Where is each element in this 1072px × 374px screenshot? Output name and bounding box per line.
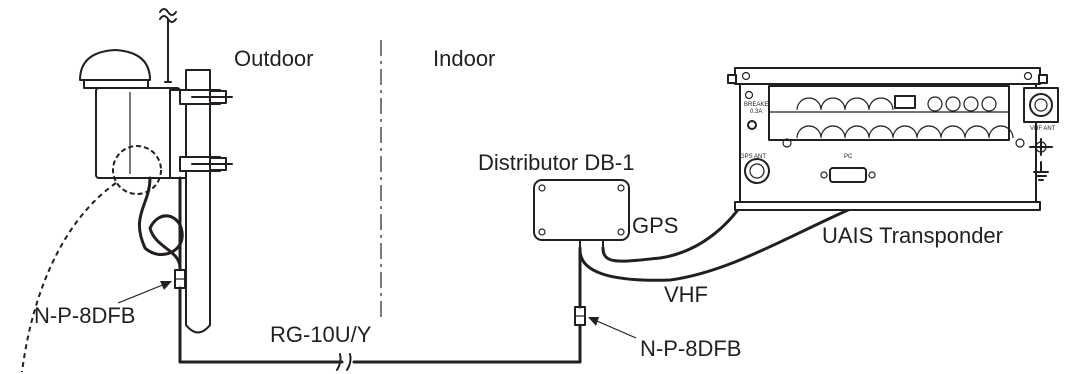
breaker-label: BREAKER [744,102,773,108]
transponder-top-rail [734,67,1041,85]
breaker-switch[interactable] [747,120,757,130]
distributor-screw [617,228,625,236]
detail-callout-circle [112,145,162,195]
ground-stud-nut [1035,141,1047,153]
pc-port-screw [868,171,876,179]
outdoor-label: Outdoor [234,46,314,71]
distributor-db1 [533,179,630,251]
distributor-screw [538,228,546,236]
pc-port-label: PC [844,154,853,160]
distributor-label: Distributor DB-1 [478,150,634,175]
pc-port[interactable] [829,167,867,183]
gps-ant-port-inner [749,163,765,179]
vhf-cable-label: VHF [664,282,708,307]
transponder-label: UAIS Transponder [822,223,1003,248]
cable-gland [981,96,997,112]
cable-break-mark [346,353,352,371]
transponder-flange [727,74,737,84]
cable-gland-row-upper [796,97,894,111]
cable-gland [963,96,979,112]
breaker-rating-label: 0.3A [750,109,762,115]
panel-screw [744,90,754,100]
gps-ant-port-label: GPS ANT [740,154,766,160]
uais-transponder: BREAKER 0.3A GPS ANT PC VHF ANT [727,67,1059,211]
vhf-ant-port-label: VHF ANT [1030,126,1056,132]
cable-break-mark [336,353,342,371]
connector-left-label: N-P-8DFB [34,303,135,328]
cable-gland-row-lower [796,125,1014,139]
panel-screw [741,71,751,81]
antenna-housing [95,87,181,179]
trunk-cable-right [352,308,582,364]
cable-type-label: RG-10U/Y [270,322,372,347]
mounting-pole [185,69,211,334]
gps-ant-port[interactable] [744,158,770,184]
gps-dome-base [83,79,149,89]
gps-cable-label: GPS [632,213,678,238]
connector-left-leader [117,281,172,304]
pc-port-screw [820,171,828,179]
coiled-antenna-cable [137,176,184,270]
trunk-cable-left [178,286,344,364]
cable-gland-housing [768,85,1010,141]
transponder-flange [1038,74,1048,84]
panel-screw [1015,138,1025,148]
distributor-screw [538,184,546,192]
vhf-ant-port[interactable] [1029,93,1053,117]
cable-gland [927,96,943,112]
connector-right-leader [588,317,637,339]
vhf-ant-port-inner [1034,98,1048,112]
signal-wave-icon [159,15,177,23]
antenna-unit [21,8,233,373]
panel-screw [1023,71,1033,81]
connector-right-label: N-P-8DFB [640,336,741,361]
signal-wave-icon [159,8,177,16]
cable-gland [945,96,961,112]
detail-callout-leader [21,182,117,373]
ground-icon [1033,161,1049,181]
distributor-screw [617,184,625,192]
terminal-block [894,95,916,109]
panel-screw [782,138,792,148]
gps-antenna-dome [79,49,151,81]
distributor-box [533,179,630,241]
indoor-label: Indoor [433,46,495,71]
transponder-bottom-rail [734,201,1041,211]
